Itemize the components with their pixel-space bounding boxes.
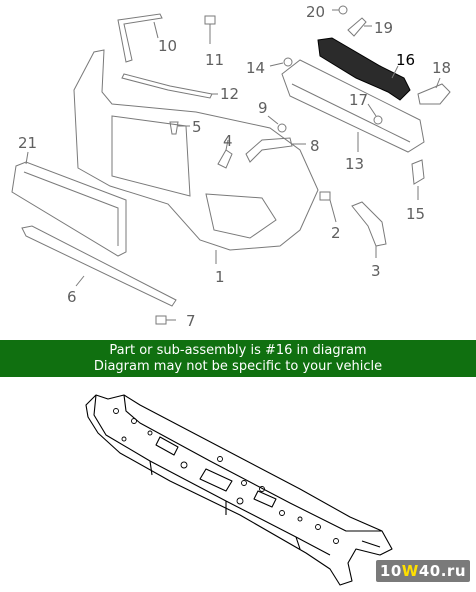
part-4-bracket [217,139,233,169]
callout-1: 1 [215,268,225,286]
part-3-duct [351,201,387,247]
part-18-side-bracket [417,83,451,105]
callout-5: 5 [192,118,202,136]
part-13-bumper-beam [281,59,425,153]
site-watermark-logo: 10W40.ru [375,560,470,582]
part-14-bolt [269,57,293,67]
part-11-fastener [204,15,216,44]
part-notice-banner: Part or sub-assembly is #16 in diagram D… [0,340,476,377]
callout-12: 12 [220,85,239,103]
callout-2: 2 [331,224,341,242]
part-21-lower-grille [11,161,127,257]
part-12-grille-trim [121,73,213,99]
part-17-bolt [367,103,383,125]
part-7-clip [155,315,176,325]
callout-13: 13 [345,155,364,173]
exploded-parts-diagram: 1 2 3 4 5 6 7 8 9 10 11 12 13 14 15 16 1… [11,3,451,330]
banner-line-2: Diagram may not be specific to your vehi… [93,359,383,374]
watermark-prefix: 10 [379,562,402,580]
part-2-bolt [319,191,337,223]
callout-7: 7 [186,312,196,330]
callout-16: 16 [396,51,415,69]
watermark-accent: W [401,562,419,580]
part-20-bolt [332,5,348,15]
callout-3: 3 [371,262,381,280]
callout-19: 19 [374,19,393,37]
part-10-trim-strip [117,13,163,63]
callout-8: 8 [310,137,320,155]
watermark-suffix: 40.ru [418,562,466,580]
callout-15: 15 [406,205,425,223]
callout-21: 21 [18,134,37,152]
callout-14: 14 [246,59,265,77]
part-16-detail-drawing [85,394,393,586]
callout-11: 11 [205,51,224,69]
part-15-bracket [411,159,425,200]
banner-line-1: Part or sub-assembly is #16 in diagram [109,343,367,358]
part-9-clip [267,115,287,133]
part-6-lower-lip [21,225,177,307]
part-19-bracket [347,17,367,37]
callout-10: 10 [158,37,177,55]
part-8-bracket [245,137,293,163]
part-1-bumper-cover [73,49,319,251]
callout-4: 4 [223,132,233,150]
part-16-reinforcement [317,37,411,101]
callout-20: 20 [306,3,325,21]
callout-6: 6 [67,288,77,306]
callout-18: 18 [432,59,451,77]
callout-9: 9 [258,99,268,117]
callout-17: 17 [349,91,368,109]
